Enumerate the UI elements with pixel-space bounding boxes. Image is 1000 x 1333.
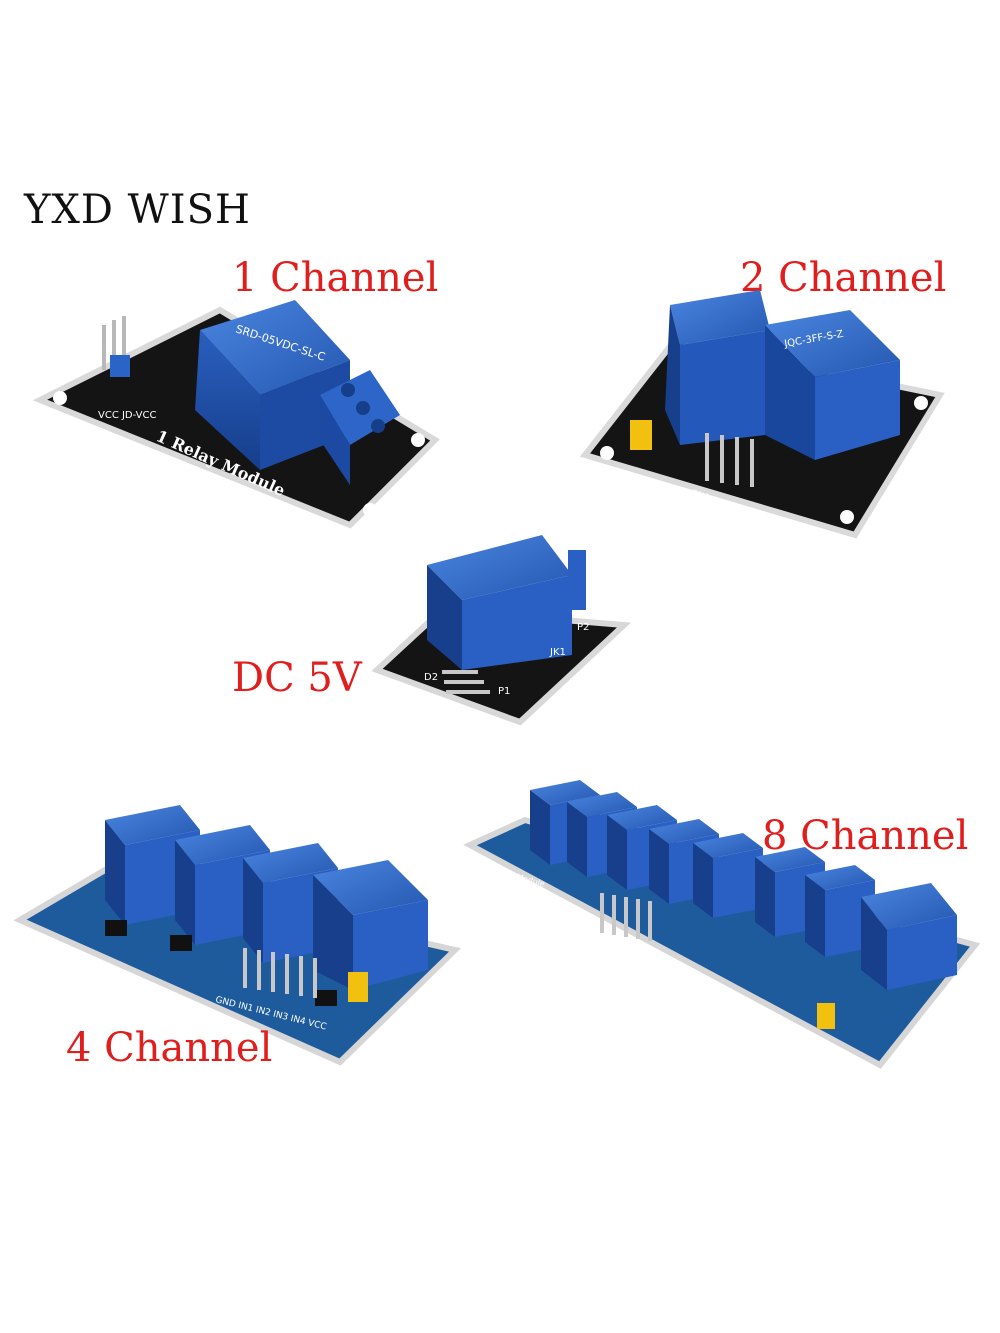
relay-module-4ch: GND IN1 IN2 IN3 IN4 VCC xyxy=(13,805,462,1066)
label-dc-5v: DC 5V xyxy=(232,655,362,701)
p2-label: P2 xyxy=(577,622,589,633)
relay-module-dc5v: JK1 P2 P1 D2 xyxy=(371,535,632,726)
relay-module-1ch: SRD-05VDC-SL-C VCC JD-VCC 1 Relay Module xyxy=(32,300,440,529)
relay-4ch-4 xyxy=(313,860,428,990)
d2-label: D2 xyxy=(424,672,438,683)
label-1-channel: 1 Channel xyxy=(232,255,439,301)
relay-module-8ch: 8 Relay Module xyxy=(463,780,981,1069)
label-2-channel: 2 Channel xyxy=(740,255,947,301)
jk1-label: JK1 xyxy=(549,647,566,658)
pins-label-1ch: VCC JD-VCC xyxy=(98,410,156,421)
relay-8ch-5 xyxy=(693,833,763,918)
label-4-channel: 4 Channel xyxy=(66,1025,273,1071)
relay-module-2ch: JQC-3FF-S-Z JD-VCC VCC GND GND IN1 IN2 V… xyxy=(579,290,945,539)
p1-label: P1 xyxy=(498,686,510,697)
brand-watermark: YXD WISH xyxy=(24,187,251,233)
relay-8ch-8 xyxy=(861,883,957,990)
